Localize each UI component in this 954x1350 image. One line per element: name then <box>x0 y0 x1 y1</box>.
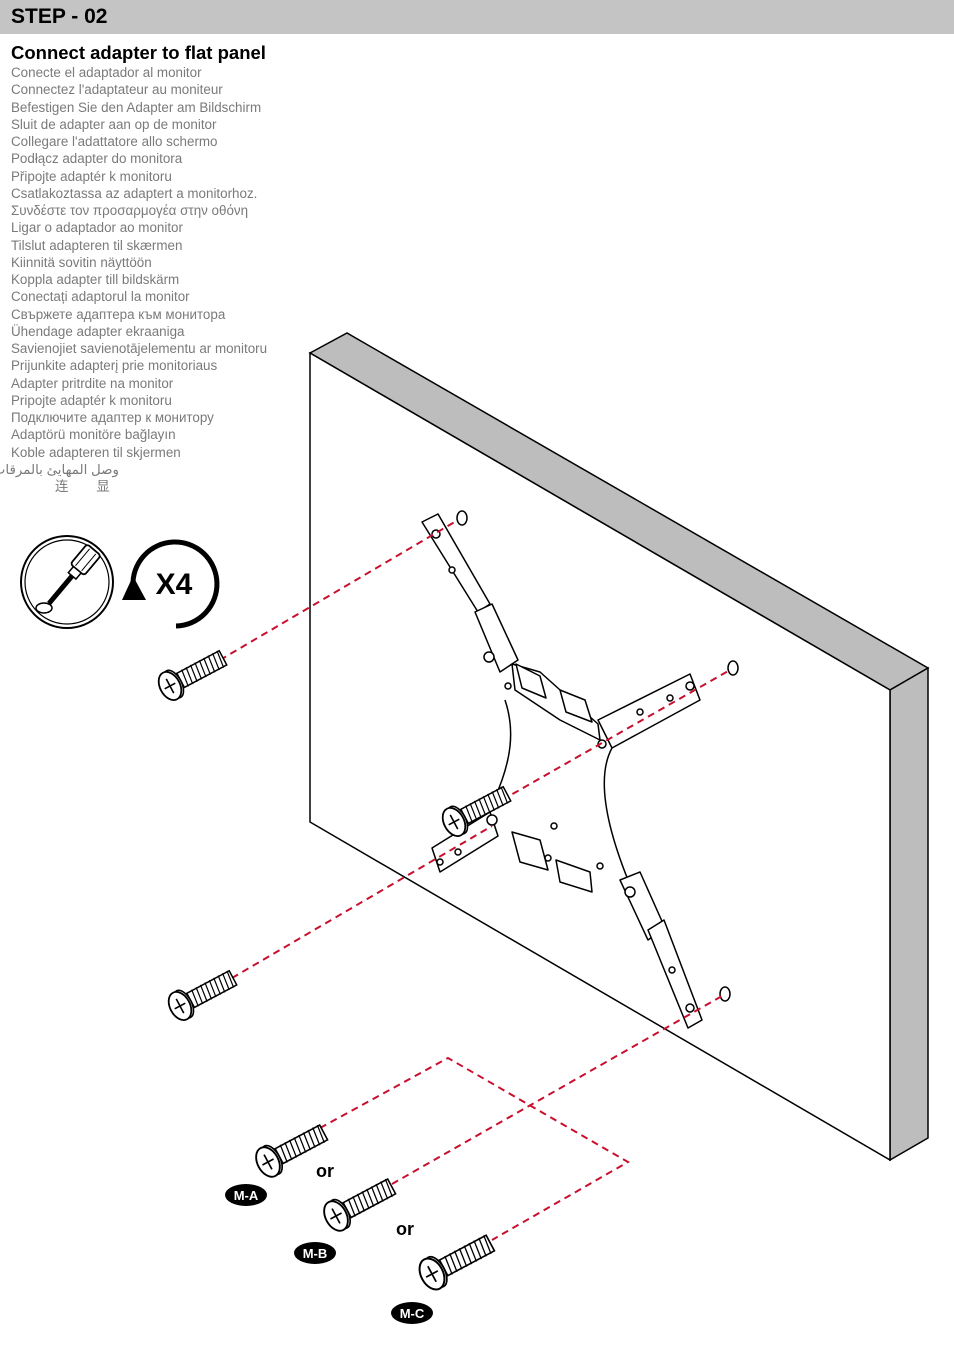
option-separator-1: or <box>316 1161 334 1181</box>
translation-line: Ligar o adaptador ao monitor <box>11 220 183 236</box>
screw-option-c-icon <box>413 1227 500 1295</box>
screwdriver-icon <box>20 535 114 629</box>
screw-option-label-a: M-A <box>225 1184 267 1206</box>
translation-line: Koppla adapter till bildskärm <box>11 272 180 287</box>
translation-line: Conecte el adaptador al monitor <box>11 65 202 80</box>
screw-option-label-b: M-B <box>294 1242 336 1264</box>
translation-line: Sluit de adapter aan op de monitor <box>11 116 217 132</box>
screw-option-b-icon <box>318 1171 400 1236</box>
screw-option-label-c: M-C <box>391 1302 433 1324</box>
rotate-arrow-icon <box>122 539 220 629</box>
screw-option-label-text: M-B <box>303 1246 328 1261</box>
quantity-label: X4 <box>156 568 193 601</box>
screw-icon-upper-left <box>153 643 231 705</box>
translation-line: Podłącz adapter do monitora <box>11 151 183 167</box>
translation-line: Collegare l'adattatore allo schermo <box>11 134 218 149</box>
screw-option-label-text: M-C <box>400 1306 425 1321</box>
translation-line: Befestigen Sie den Adapter am Bildschirm <box>11 99 262 115</box>
translation-line: Connectez l'adaptateur au moniteur <box>11 82 223 98</box>
translation-line: Kiinnitä sovitin näyttöön <box>11 254 152 270</box>
translation-line-chinese: 连显 <box>55 479 138 494</box>
translation-line: Koble adapteren til skjermen <box>11 444 181 460</box>
option-separator-2: or <box>396 1219 414 1239</box>
translation-line: Pripojte adaptér k monitoru <box>11 392 172 408</box>
flat-panel <box>308 332 930 1162</box>
translation-line: Prijunkite adapterį prie monitoriaus <box>11 358 218 374</box>
step-title: STEP - 02 <box>11 5 108 28</box>
translation-line: Savienojiet savienotājelementu ar monito… <box>11 341 268 356</box>
translation-line-arabic: وصل المهايئ بالمرقاب <box>0 461 119 477</box>
translation-line: Připojte adaptér k monitoru <box>11 168 172 184</box>
translation-line: Conectați adaptorul la monitor <box>11 289 190 305</box>
translation-line: Συνδέστε τον προσαρμογέα στην οθόνη <box>11 203 249 218</box>
screw-option-label-text: M-A <box>234 1188 259 1203</box>
translation-line: Tilslut adapteren til skærmen <box>11 237 183 253</box>
translation-line: Csatlakoztassa az adaptert a monitorhoz. <box>11 185 258 201</box>
screw-icon-lower-left <box>163 963 241 1025</box>
instruction-heading: Connect adapter to flat panel <box>11 42 266 63</box>
translation-line: Подключите адаптер к монитору <box>11 410 214 425</box>
translation-line: Adaptörü monitöre bağlayın <box>11 427 176 443</box>
step-header-bar <box>0 0 954 34</box>
translation-line: Ühendage adapter ekraaniga <box>11 323 185 339</box>
translation-line: Adapter pritrdite na monitor <box>11 375 174 391</box>
translation-line: Свържете адаптера към монитора <box>11 306 226 322</box>
alignment-guide-lines <box>219 519 731 1241</box>
